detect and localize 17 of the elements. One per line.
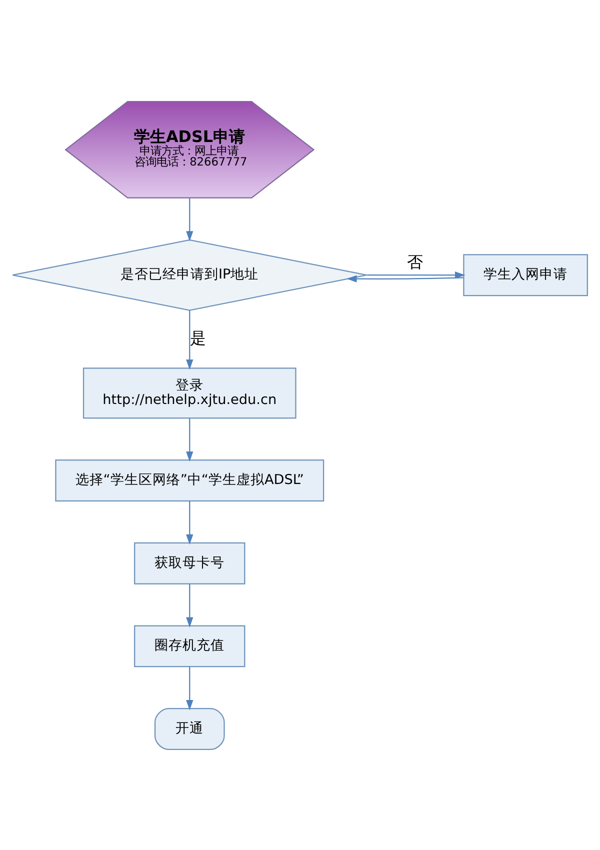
node-diamond: 是否已经申请到IP地址: [12, 238, 368, 310]
node-box: 获取母卡号: [134, 542, 246, 584]
node-box: 学生入网申请: [463, 254, 588, 296]
node-box: 登录 http://nethelp.xjtu.edu.cn: [82, 367, 296, 418]
edge-label: 否: [407, 252, 424, 271]
arrow: [186, 583, 194, 627]
arrow: [186, 418, 194, 462]
arrow: [346, 274, 464, 282]
arrow: [186, 198, 194, 241]
node-box: 开通: [154, 708, 225, 750]
edge-label: 是: [190, 328, 206, 347]
node-box: 圈存机充值: [134, 624, 246, 667]
arrow: [186, 500, 194, 544]
arrow: [186, 666, 194, 710]
node-box: 选择“学生区网络”中“学生虚拟ADSL”: [55, 459, 324, 501]
arrow: [366, 271, 466, 278]
arrow: [186, 310, 194, 370]
